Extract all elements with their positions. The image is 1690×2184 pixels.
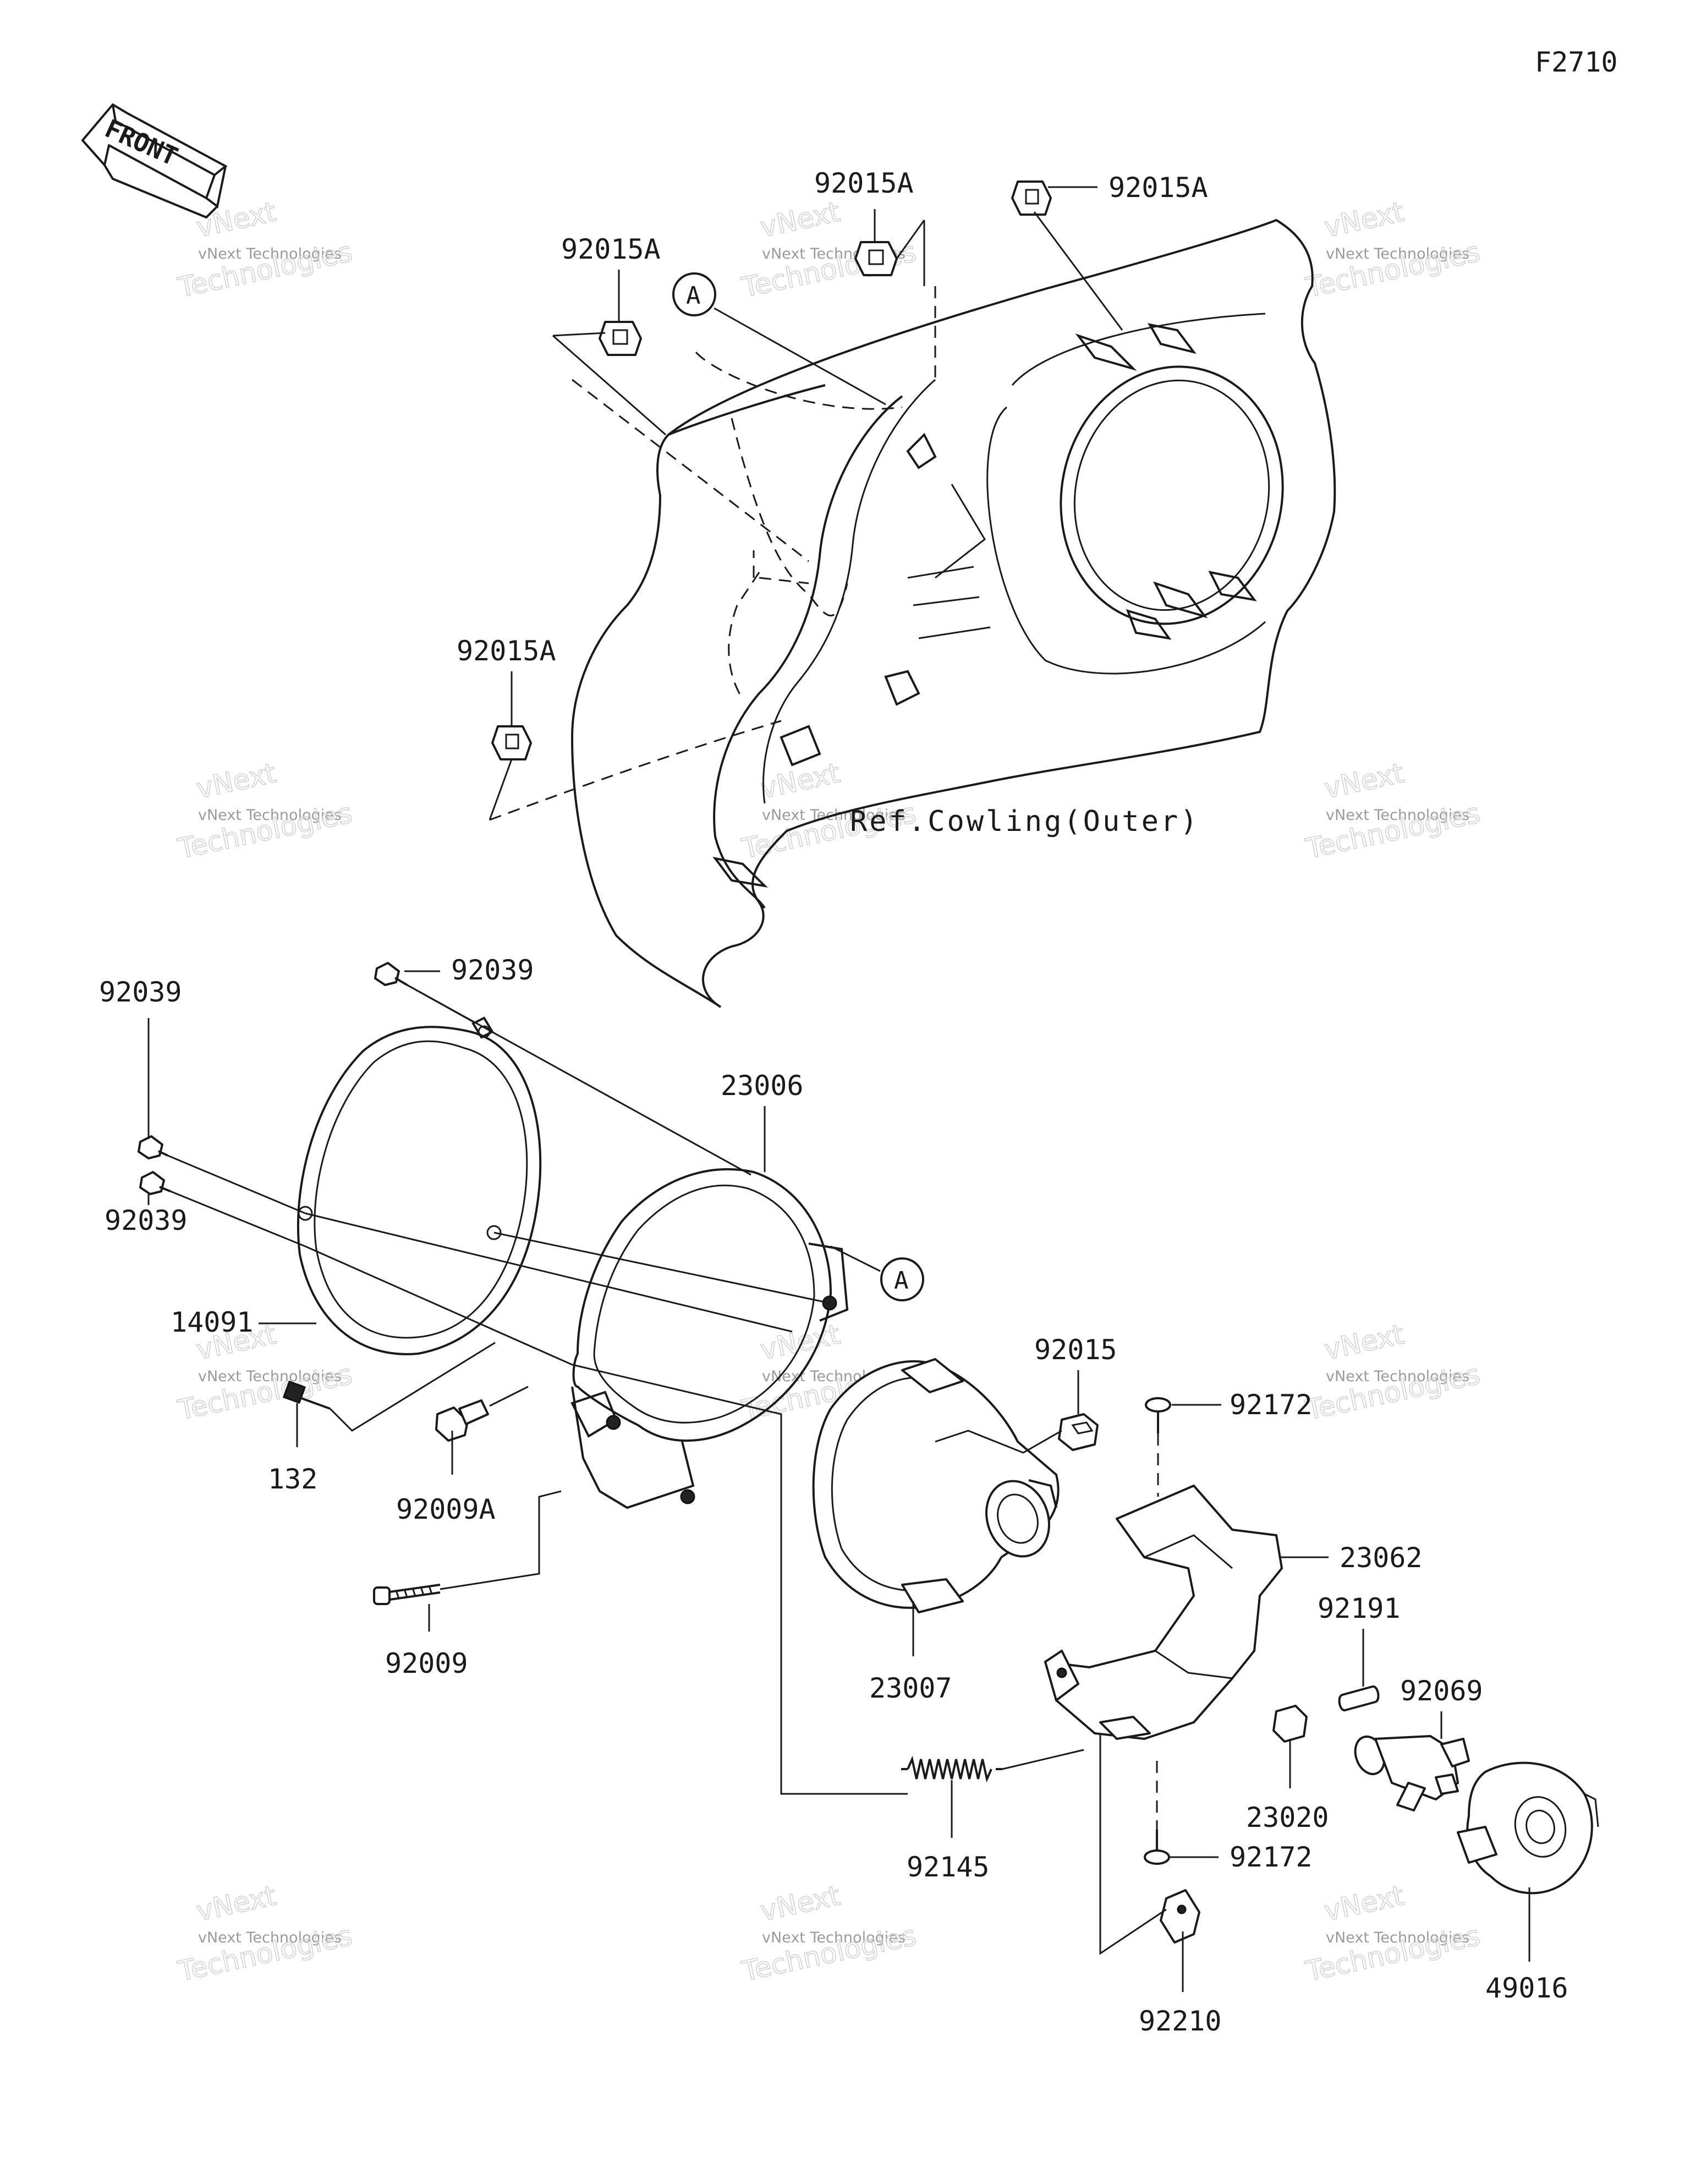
part-label: 92172 — [1230, 1389, 1313, 1421]
part-label: 92015A — [457, 635, 556, 667]
part-label: 132 — [268, 1463, 317, 1495]
part-label: 92039 — [105, 1205, 188, 1236]
part-label: 92039 — [451, 954, 534, 986]
watermark-text: vNext Technologies — [1326, 245, 1469, 262]
part-label: 92210 — [1139, 2005, 1222, 2037]
front-arrow-icon: FRONT — [81, 103, 228, 219]
watermark-vnext: vNext — [758, 196, 843, 244]
clip-92015a-icon — [854, 241, 898, 276]
callout-a-bottom: A — [880, 1257, 924, 1301]
headlight-bracket-23006 — [570, 1168, 849, 1509]
screw-92172-top-icon — [1145, 1397, 1171, 1433]
part-label: 92191 — [1318, 1592, 1401, 1624]
part-label: 92015 — [1034, 1334, 1117, 1366]
bolt-92009a-icon — [435, 1399, 489, 1442]
watermark: vNext vNext Technologies Technologies — [1302, 1318, 1483, 1427]
part-label: 92015A — [814, 167, 914, 199]
watermark: vNext vNext Technologies Technologies — [1302, 1879, 1483, 1988]
figure-code: F2710 — [1535, 46, 1618, 78]
part-label: 92069 — [1400, 1675, 1483, 1707]
clip-92015a-icon — [491, 725, 532, 760]
watermark-vnext: vNext — [1321, 757, 1407, 805]
watermark-text: vNext Technologies — [1326, 807, 1469, 824]
part-label: 92015A — [561, 233, 661, 265]
part-label: 23007 — [869, 1672, 952, 1704]
plate-92210-icon — [1160, 1889, 1200, 1944]
watermark-text: vNext Technologies — [762, 1929, 906, 1946]
headlight-rim-14091 — [297, 1016, 542, 1355]
screw-92039-lower-icon — [139, 1171, 171, 1195]
part-label: 92009A — [396, 1493, 496, 1525]
callout-letter: A — [686, 282, 701, 310]
reference-cowling-outer: Ref.Cowling(Outer) — [850, 805, 1200, 838]
part-label: 23062 — [1340, 1542, 1423, 1574]
part-label: 23006 — [721, 1070, 804, 1102]
watermark-text: vNext Technologies — [1326, 1929, 1469, 1946]
part-label: 92015A — [1109, 172, 1208, 204]
watermark-vnext: vNext — [1321, 1318, 1407, 1366]
part-label: 92172 — [1230, 1841, 1313, 1873]
callout-a-top: A — [672, 272, 716, 316]
watermark: vNext vNext Technologies Technologies — [1302, 757, 1483, 866]
part-labels: 92015A 92015A 92015A 92015A 92039 92039 … — [99, 167, 1568, 2037]
bolt-92009-icon — [373, 1584, 441, 1605]
screw-92172-bottom-icon — [1144, 1830, 1170, 1865]
watermark: vNext vNext Technologies Technologies — [738, 1879, 919, 1988]
part-label: 92009 — [385, 1647, 468, 1679]
watermark: vNext vNext Technologies Technologies — [174, 195, 355, 304]
cowling-outer — [489, 218, 1336, 1008]
watermark: vNext vNext Technologies Technologies — [1302, 195, 1483, 304]
watermark-vnext: vNext — [1321, 1880, 1407, 1928]
watermark-vnext: vNext — [194, 757, 279, 805]
socket-23020-icon — [1272, 1705, 1308, 1743]
pin-92191-icon — [1338, 1685, 1380, 1711]
screw-92039-left-icon — [138, 1135, 168, 1159]
watermark-text: vNext Technologies — [198, 807, 342, 824]
clip-92015a-icon — [599, 321, 642, 356]
watermark-vnext: vNext — [194, 196, 279, 244]
watermark-text: vNext Technologies — [1326, 1368, 1469, 1385]
watermark-vnext: vNext — [758, 1318, 843, 1366]
bolt-132-icon — [282, 1380, 331, 1410]
part-label: 49016 — [1485, 1972, 1568, 2004]
part-label: 92039 — [99, 976, 182, 1008]
leader-lines — [147, 186, 1530, 1992]
watermark-text: vNext Technologies — [198, 1929, 342, 1946]
clip-92015a-icon — [1011, 180, 1052, 216]
screw-92039-top-icon — [374, 962, 408, 986]
cap-49016-icon — [1457, 1761, 1599, 1895]
watermark-text: vNext Technologies — [198, 1368, 342, 1385]
watermark: vNext vNext Technologies Technologies — [174, 1879, 355, 1988]
watermark-vnext: vNext — [758, 757, 843, 805]
part-label: 23020 — [1246, 1802, 1329, 1833]
watermark-vnext: vNext — [194, 1880, 279, 1928]
nut-92015-icon — [1058, 1413, 1099, 1451]
watermark: vNext vNext Technologies Technologies — [174, 757, 355, 866]
bulb-92069-icon — [1354, 1735, 1470, 1811]
watermark-vnext: vNext — [1321, 196, 1407, 244]
spring-92145-icon — [901, 1755, 1002, 1783]
callout-letter: A — [894, 1267, 909, 1295]
part-label: 92145 — [907, 1851, 990, 1883]
part-label: 14091 — [171, 1306, 254, 1338]
headlight-unit-23007 — [812, 1358, 1060, 1613]
headlight-cover-23062 — [1044, 1485, 1283, 1740]
watermark-vnext: vNext — [758, 1880, 843, 1928]
watermark-text: vNext Technologies — [198, 245, 342, 262]
